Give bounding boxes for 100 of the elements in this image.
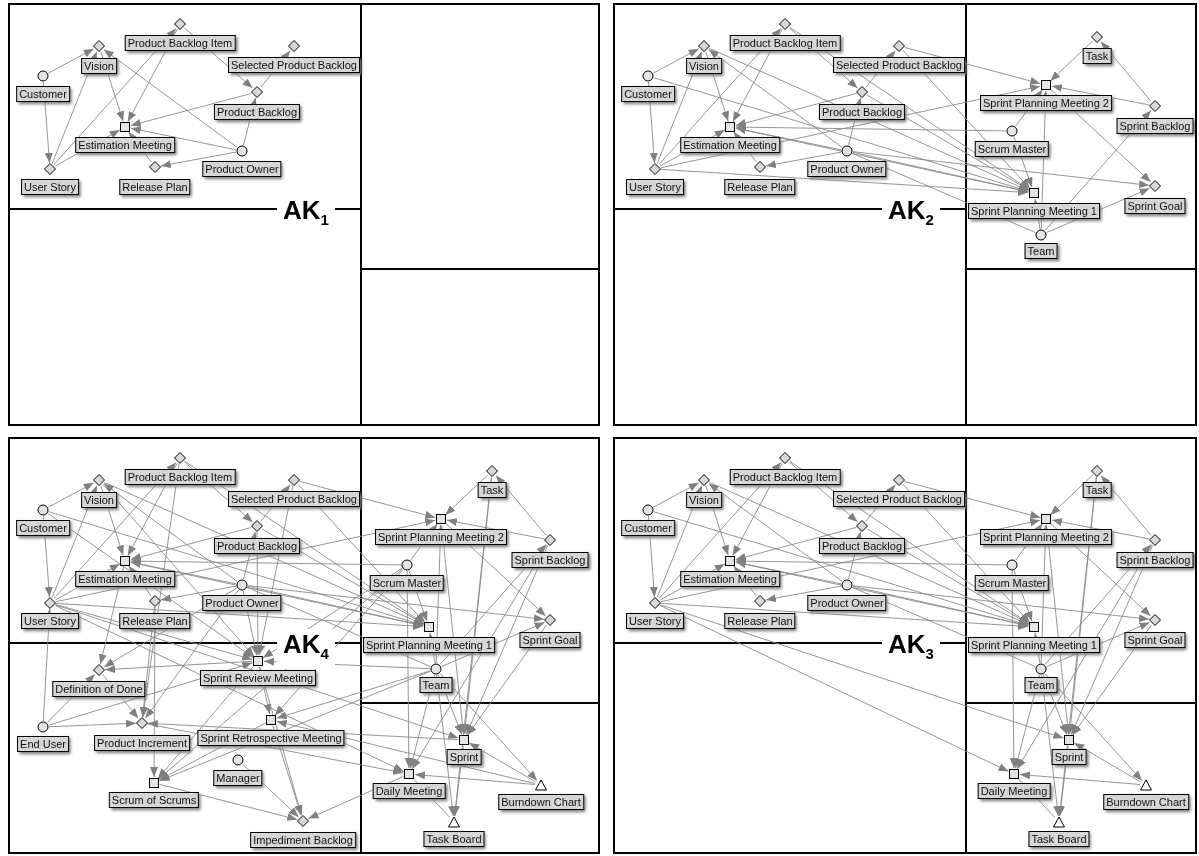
diamond-node bbox=[1149, 180, 1161, 192]
node-label: Customer bbox=[621, 520, 675, 536]
node-label: Vision bbox=[686, 492, 722, 508]
diamond-node bbox=[93, 664, 105, 676]
diamond-node bbox=[486, 465, 498, 477]
diamond-node bbox=[44, 163, 56, 175]
node-label: Estimation Meeting bbox=[75, 571, 175, 587]
circle-node bbox=[236, 145, 248, 157]
node-label: Sprint Planning Meeting 2 bbox=[980, 95, 1112, 111]
node-label: Sprint Planning Meeting 1 bbox=[363, 637, 495, 653]
square-node bbox=[724, 555, 736, 567]
diamond-node bbox=[44, 597, 56, 609]
circle-node bbox=[37, 504, 49, 516]
panel-title: AK$_{4}$ bbox=[277, 628, 335, 670]
node-label: Sprint Goal bbox=[1124, 198, 1186, 214]
circle-node bbox=[236, 579, 248, 591]
node-label: Release Plan bbox=[724, 179, 796, 195]
diamond-node bbox=[649, 597, 661, 609]
circle-node bbox=[1035, 663, 1047, 675]
node-label: Scrum of Scrums bbox=[108, 792, 200, 808]
node-label: Product Backlog bbox=[213, 104, 301, 120]
node-label: Sprint Backlog bbox=[511, 552, 589, 568]
circle-node bbox=[642, 504, 654, 516]
square-node bbox=[458, 734, 470, 746]
node-label: Scrum Master bbox=[974, 141, 1050, 157]
node-label: Sprint Planning Meeting 2 bbox=[980, 529, 1112, 545]
square-node bbox=[119, 555, 131, 567]
circle-node bbox=[430, 663, 442, 675]
node-label: Task Board bbox=[1028, 831, 1090, 847]
node-label: Estimation Meeting bbox=[680, 137, 780, 153]
node-label: Release Plan bbox=[119, 613, 191, 629]
node-label: Task bbox=[477, 482, 507, 498]
node-label: Sprint Retrospective Meeting bbox=[197, 730, 345, 746]
node-label: Burndown Chart bbox=[1103, 794, 1189, 810]
square-node bbox=[265, 714, 277, 726]
node-label: Vision bbox=[81, 492, 117, 508]
node-label: Selected Product Backlog bbox=[833, 491, 965, 507]
node-label: Product Backlog Item bbox=[124, 35, 236, 51]
square-node bbox=[1040, 513, 1052, 525]
node-label: Product Owner bbox=[202, 161, 282, 177]
node-label: Product Owner bbox=[202, 595, 282, 611]
node-label: Vision bbox=[686, 58, 722, 74]
circle-node bbox=[1006, 559, 1018, 571]
node-label: Scrum Master bbox=[369, 575, 445, 591]
node-label: Sprint bbox=[1051, 749, 1087, 765]
diamond-node bbox=[893, 474, 905, 486]
diamond-node bbox=[779, 18, 791, 30]
node-label: Task bbox=[1082, 48, 1112, 64]
node-label: Impediment Backlog bbox=[250, 832, 356, 848]
diamond-node bbox=[754, 595, 766, 607]
circle-node bbox=[841, 145, 853, 157]
node-label: Customer bbox=[16, 86, 70, 102]
square-node bbox=[148, 777, 160, 789]
node-label: Sprint Planning Meeting 1 bbox=[968, 637, 1100, 653]
diamond-node bbox=[1149, 100, 1161, 112]
node-label: Team bbox=[1024, 243, 1058, 259]
node-label: User Story bbox=[21, 179, 79, 195]
node-label: Sprint Planning Meeting 2 bbox=[375, 529, 507, 545]
diagram-panel bbox=[613, 437, 1197, 854]
node-label: Product Owner bbox=[807, 161, 887, 177]
diagram-panel bbox=[8, 3, 600, 426]
triangle-node bbox=[535, 779, 547, 791]
square-node bbox=[423, 621, 435, 633]
node-label: Product Backlog Item bbox=[729, 35, 841, 51]
diamond-node bbox=[754, 161, 766, 173]
diamond-node bbox=[544, 534, 556, 546]
square-node bbox=[1063, 734, 1075, 746]
node-label: Release Plan bbox=[724, 613, 796, 629]
node-label: Sprint Planning Meeting 1 bbox=[968, 203, 1100, 219]
diamond-node bbox=[149, 161, 161, 173]
diagram-panel bbox=[8, 437, 600, 854]
node-label: Product Backlog Item bbox=[124, 469, 236, 485]
square-node bbox=[1028, 187, 1040, 199]
diamond-node bbox=[544, 614, 556, 626]
square-node bbox=[1028, 621, 1040, 633]
node-label: Daily Meeting bbox=[977, 783, 1051, 799]
diamond-node bbox=[893, 40, 905, 52]
diamond-node bbox=[1149, 534, 1161, 546]
node-label: Task Board bbox=[423, 831, 485, 847]
diamond-node bbox=[297, 815, 309, 827]
diamond-node bbox=[93, 40, 105, 52]
node-label: Customer bbox=[621, 86, 675, 102]
square-node bbox=[119, 121, 131, 133]
node-label: User Story bbox=[626, 179, 684, 195]
diamond-node bbox=[649, 163, 661, 175]
node-label: Sprint bbox=[446, 749, 482, 765]
diamond-node bbox=[779, 452, 791, 464]
diamond-node bbox=[698, 40, 710, 52]
node-label: User Story bbox=[626, 613, 684, 629]
node-label: Estimation Meeting bbox=[680, 571, 780, 587]
circle-node bbox=[37, 721, 49, 733]
circle-node bbox=[232, 754, 244, 766]
node-label: User Story bbox=[21, 613, 79, 629]
square-node bbox=[252, 655, 264, 667]
circle-node bbox=[1035, 229, 1047, 241]
diamond-node bbox=[1091, 465, 1103, 477]
diamond-node bbox=[288, 474, 300, 486]
node-label: Daily Meeting bbox=[372, 783, 446, 799]
circle-node bbox=[1006, 125, 1018, 137]
node-label: Scrum Master bbox=[974, 575, 1050, 591]
